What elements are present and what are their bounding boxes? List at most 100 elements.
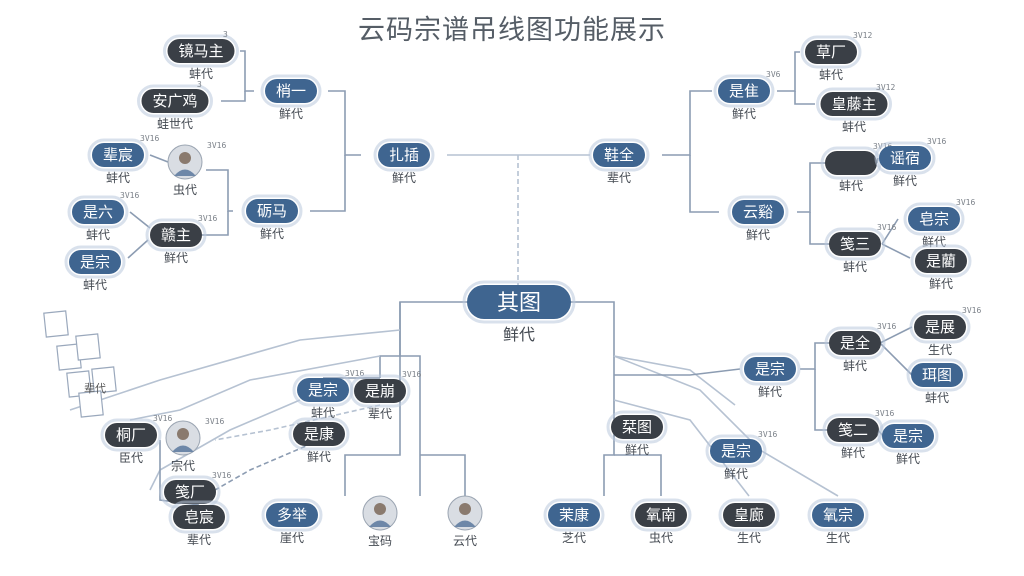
- node-pill: [827, 418, 879, 442]
- node-halo: [903, 202, 965, 236]
- node-generation: 鲜代: [929, 277, 953, 291]
- connector-line: [794, 91, 815, 105]
- node-name: 笺三: [840, 235, 870, 253]
- node-name: 皇藤主: [831, 95, 876, 113]
- node-code: 3V12: [876, 83, 895, 92]
- node-generation: 宗代: [171, 458, 195, 473]
- node-pill: [732, 200, 784, 224]
- node-code: 3V16: [877, 223, 896, 232]
- node-pill: [611, 415, 663, 439]
- connector-line: [214, 439, 321, 491]
- connector-line: [613, 355, 736, 406]
- portrait-body: [369, 520, 391, 527]
- node-code: 3V16: [877, 322, 896, 331]
- node-pill: [879, 146, 931, 170]
- portrait-body: [454, 520, 476, 527]
- node-name: 赣主: [161, 226, 191, 244]
- node-name: 砺马: [257, 202, 287, 220]
- node-generation: 鲜代: [841, 446, 865, 460]
- node-halo: [705, 434, 767, 468]
- node-halo: [739, 352, 801, 386]
- node-halo: [373, 138, 435, 172]
- node-name: 安广鸡: [152, 92, 197, 110]
- node-pill: [173, 505, 225, 529]
- node-halo: [822, 413, 884, 447]
- node-pill: [829, 232, 881, 256]
- person-node[interactable]: 云代: [447, 495, 483, 548]
- person-node[interactable]: 宝码: [362, 495, 398, 548]
- node-name: 是藺: [926, 252, 956, 270]
- node-generation: 生代: [826, 531, 850, 545]
- portrait-head: [374, 503, 386, 515]
- node-generation: 鲜代: [164, 251, 188, 265]
- node-halo: [163, 34, 239, 68]
- node-pill: [265, 79, 317, 103]
- node-generation: 蚌代: [86, 228, 110, 242]
- node-halo: [606, 410, 668, 444]
- connector-line: [400, 355, 421, 496]
- node-code: 3V16: [875, 409, 894, 418]
- node-code: 3V16: [345, 369, 364, 378]
- node-pill: [593, 143, 645, 167]
- node-generation: 辈代: [368, 407, 392, 421]
- node-name: 谣宿: [890, 149, 920, 167]
- node-generation: 鲜代: [893, 174, 917, 188]
- connector-line: [379, 302, 401, 378]
- connector-line: [328, 90, 361, 156]
- node-halo: [137, 84, 213, 118]
- node-name: 是全: [840, 334, 870, 352]
- node-halo: [910, 244, 972, 278]
- node-halo: [713, 74, 775, 108]
- node-pill: [69, 250, 121, 274]
- node-generation: 虫代: [173, 183, 197, 197]
- node-generation: 蚌代: [819, 68, 843, 82]
- connector-line: [797, 162, 828, 213]
- node-generation: 蚌代: [106, 171, 130, 185]
- node-pill: [829, 331, 881, 355]
- node-generation: 臣代: [119, 451, 143, 465]
- connector-line: [69, 329, 401, 411]
- node-halo: [874, 141, 936, 175]
